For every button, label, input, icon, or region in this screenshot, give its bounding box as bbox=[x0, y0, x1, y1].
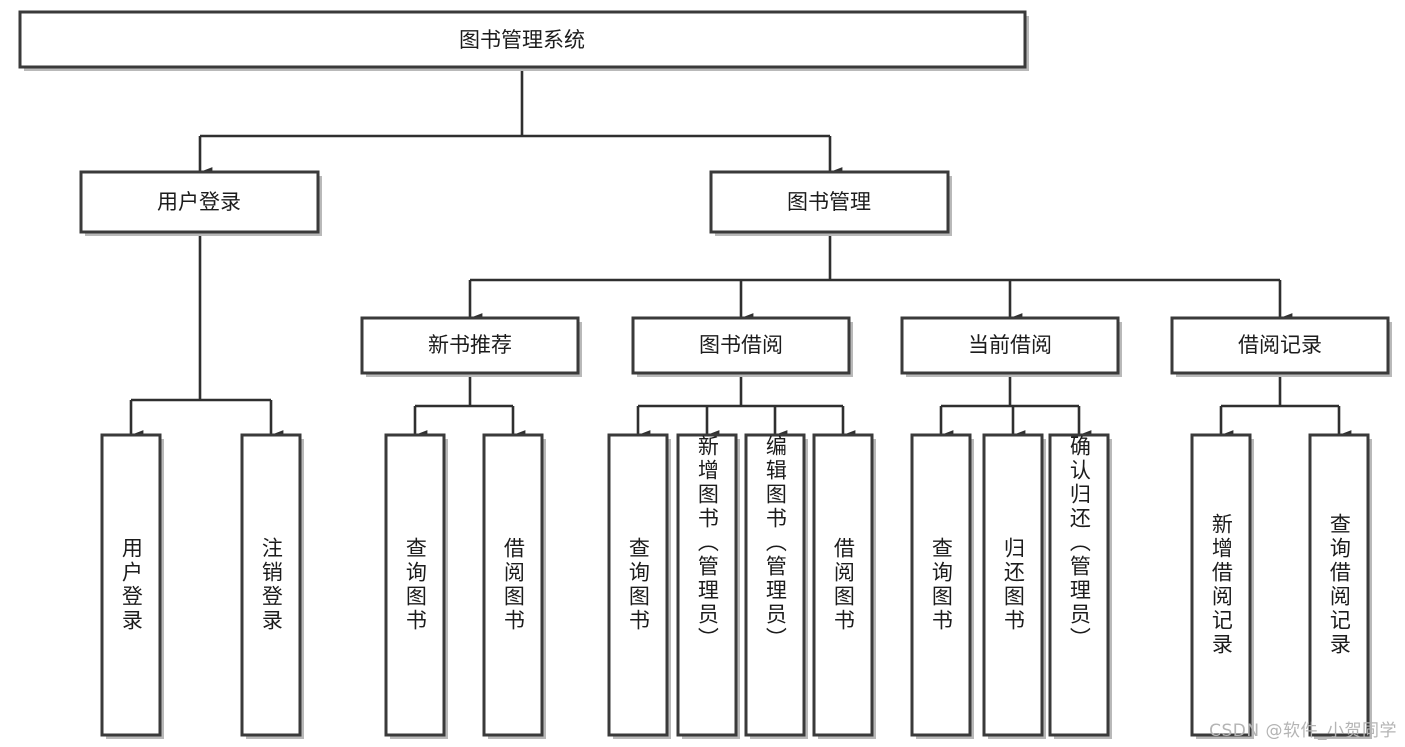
leaf-user-login-label: 用户登录 bbox=[119, 537, 144, 633]
node-book-borrow[interactable]: 图书借阅 bbox=[631, 316, 853, 377]
csdn-watermark: CSDN @软件_小贺同学 bbox=[1209, 721, 1397, 741]
leaf-query-book-borrow-label: 查询图书 bbox=[626, 537, 651, 633]
node-new-book-recommend-label: 新书推荐 bbox=[428, 333, 512, 357]
node-root-system[interactable]: 图书管理系统 bbox=[18, 10, 1029, 71]
leaf-edit-book-label-wrap: 编辑图书（管理员） bbox=[746, 435, 804, 735]
leaf-query-book-rec-label: 查询图书 bbox=[403, 537, 428, 633]
connector-borrowrecord-to-leaves bbox=[1219, 373, 1352, 440]
leaf-query-book-current-label: 查询图书 bbox=[929, 537, 954, 633]
node-leaf-add-borrow-record[interactable] bbox=[1190, 433, 1254, 739]
connector-root-to-level2 bbox=[198, 67, 843, 177]
leaf-confirm-return-label: 确认归还（管理员） bbox=[1067, 435, 1092, 651]
node-current-borrow[interactable]: 当前借阅 bbox=[900, 316, 1122, 377]
leaf-borrow-book-label: 借阅图书 bbox=[831, 537, 856, 633]
node-user-login-label: 用户登录 bbox=[157, 190, 241, 214]
node-borrow-record-label: 借阅记录 bbox=[1238, 333, 1322, 357]
node-root-label: 图书管理系统 bbox=[459, 28, 585, 52]
leaf-add-borrow-record-label: 新增借阅记录 bbox=[1209, 513, 1234, 657]
node-book-management[interactable]: 图书管理 bbox=[709, 170, 952, 236]
leaf-query-borrow-record-label-wrap: 查询借阅记录 bbox=[1310, 435, 1368, 735]
node-new-book-recommend[interactable]: 新书推荐 bbox=[360, 316, 582, 377]
leaf-user-login-label-wrap: 用户登录 bbox=[102, 435, 160, 735]
leaf-confirm-return-label-wrap: 确认归还（管理员） bbox=[1050, 435, 1108, 735]
connector-recommend-to-leaves bbox=[413, 373, 526, 440]
leaf-user-logout-label-wrap: 注销登录 bbox=[242, 435, 300, 735]
node-leaf-return-book[interactable] bbox=[982, 433, 1046, 739]
node-leaf-edit-book[interactable] bbox=[744, 433, 808, 739]
node-leaf-user-logout[interactable] bbox=[240, 433, 304, 739]
leaf-return-book-label-wrap: 归还图书 bbox=[984, 435, 1042, 735]
leaf-query-borrow-record-label: 查询借阅记录 bbox=[1327, 513, 1352, 657]
node-leaf-query-borrow-record[interactable] bbox=[1308, 433, 1372, 739]
connector-userlogin-to-leaves bbox=[129, 232, 284, 440]
node-leaf-add-book[interactable] bbox=[676, 433, 740, 739]
leaf-add-book-label: 新增图书（管理员） bbox=[695, 435, 720, 651]
node-book-borrow-label: 图书借阅 bbox=[699, 333, 783, 357]
leaf-return-book-label: 归还图书 bbox=[1001, 537, 1026, 633]
node-leaf-borrow-book[interactable] bbox=[812, 433, 876, 739]
connector-bookmgmt-to-level3 bbox=[468, 232, 1293, 323]
node-current-borrow-label: 当前借阅 bbox=[968, 333, 1052, 357]
node-borrow-record[interactable]: 借阅记录 bbox=[1170, 316, 1392, 377]
node-leaf-borrow-book-rec[interactable] bbox=[482, 433, 546, 739]
node-user-login[interactable]: 用户登录 bbox=[79, 170, 322, 236]
leaf-add-borrow-record-label-wrap: 新增借阅记录 bbox=[1192, 435, 1250, 735]
node-leaf-query-book-rec[interactable] bbox=[384, 433, 448, 739]
node-leaf-confirm-return[interactable] bbox=[1048, 433, 1112, 739]
leaf-user-logout-label: 注销登录 bbox=[259, 537, 284, 633]
node-leaf-query-book-current[interactable] bbox=[910, 433, 974, 739]
leaf-borrow-book-label-wrap: 借阅图书 bbox=[814, 435, 872, 735]
leaf-add-book-label-wrap: 新增图书（管理员） bbox=[678, 435, 736, 735]
leaf-borrow-book-rec-label: 借阅图书 bbox=[501, 537, 526, 633]
node-leaf-user-login[interactable] bbox=[100, 433, 164, 739]
leaf-edit-book-label: 编辑图书（管理员） bbox=[763, 435, 788, 651]
connector-currentborrow-to-leaves bbox=[939, 373, 1092, 440]
leaf-borrow-book-rec-label-wrap: 借阅图书 bbox=[484, 435, 542, 735]
leaf-query-book-rec-label-wrap: 查询图书 bbox=[386, 435, 444, 735]
connector-bookborrow-to-leaves bbox=[636, 373, 856, 440]
node-book-management-label: 图书管理 bbox=[787, 190, 871, 214]
leaf-query-book-current-label-wrap: 查询图书 bbox=[912, 435, 970, 735]
node-leaf-query-book-borrow[interactable] bbox=[607, 433, 671, 739]
leaf-query-book-borrow-label-wrap: 查询图书 bbox=[609, 435, 667, 735]
